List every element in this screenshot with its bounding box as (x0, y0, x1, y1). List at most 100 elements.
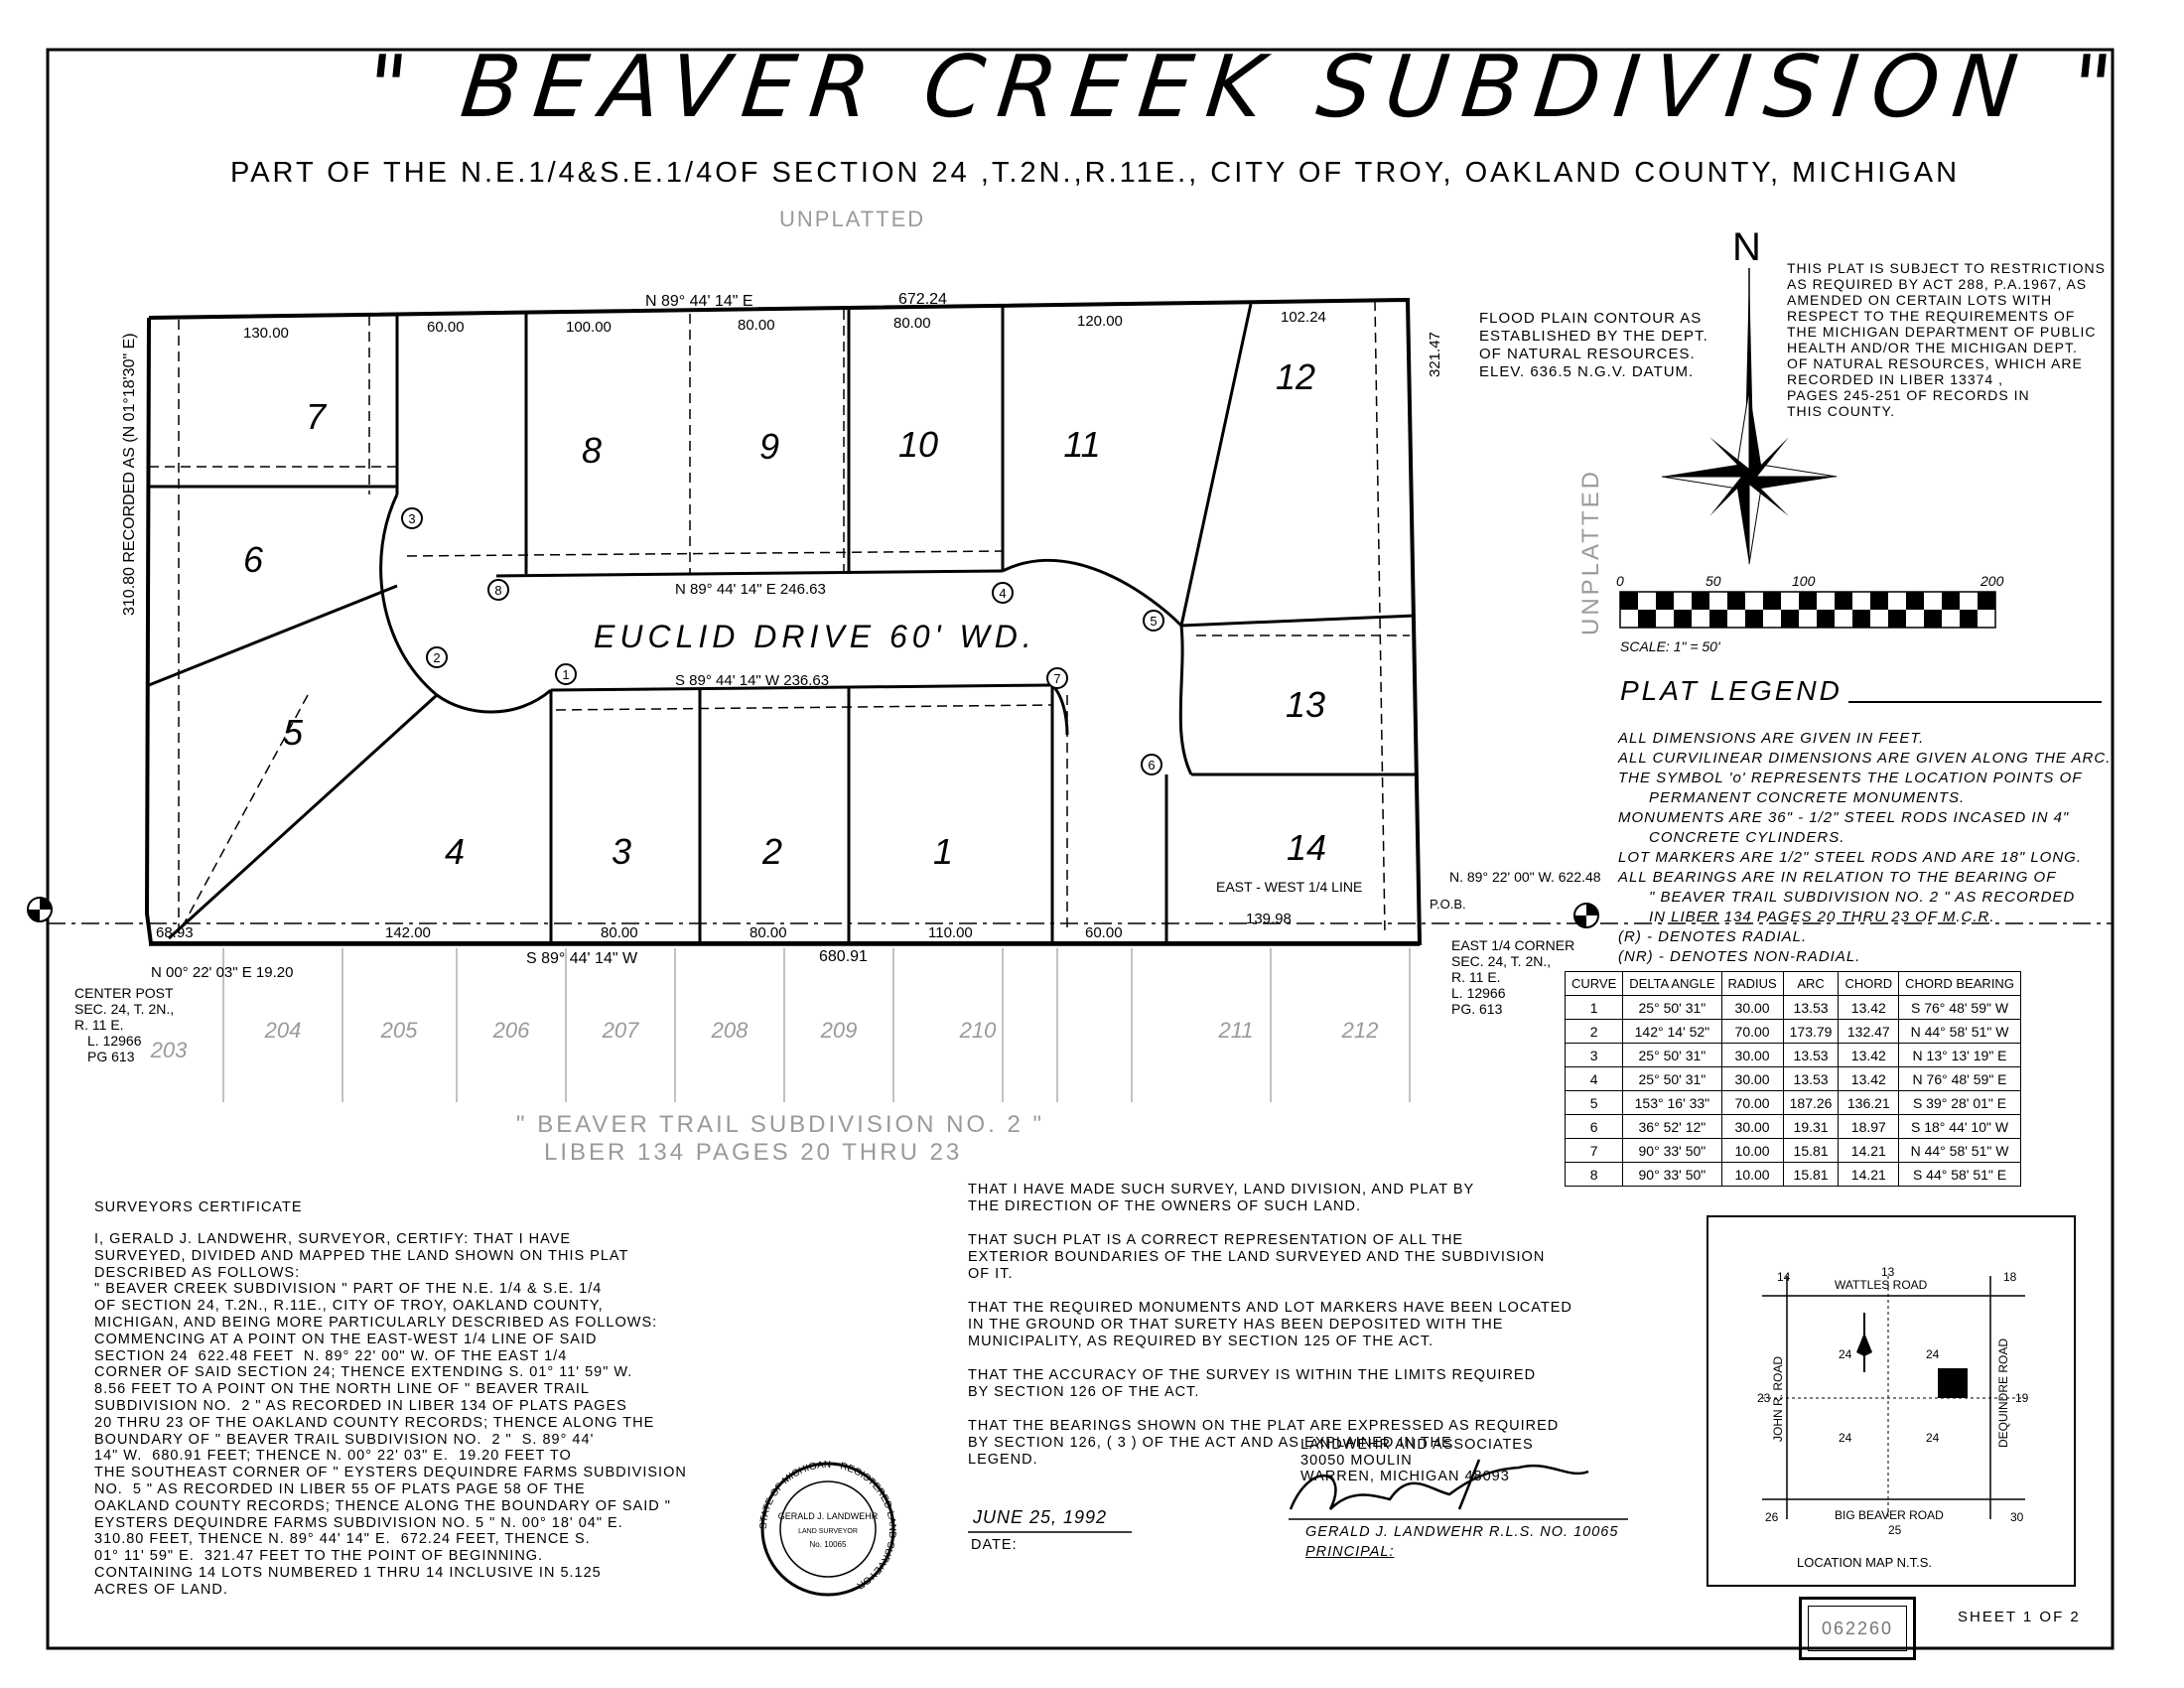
curve-cell: S 76° 48' 59" W (1898, 995, 2021, 1020)
plat-subtitle: PART OF THE N.E.1/4&S.E.1/4OF SECTION 24… (230, 157, 1961, 189)
svg-text:206: 206 (492, 1018, 530, 1043)
svg-text:R. 11 E.: R. 11 E. (74, 1017, 124, 1033)
cul-de-sac-east (1002, 558, 1193, 775)
svg-text:204: 204 (264, 1018, 302, 1043)
svg-text:205: 205 (380, 1018, 418, 1043)
curve-cell: 3 (1564, 1043, 1624, 1067)
west-line-label: 310.80 RECORDED AS (N 01°18'30" E) (121, 333, 138, 616)
svg-text:0: 0 (1616, 573, 1624, 589)
curve-cell: 142° 14' 52" (1622, 1019, 1722, 1044)
svg-text:24: 24 (1839, 1347, 1852, 1361)
curve-cell: 1 (1564, 995, 1624, 1020)
svg-text:JOHN R. ROAD: JOHN R. ROAD (1771, 1356, 1785, 1442)
curve-cell: 13.53 (1782, 1066, 1840, 1091)
curve-cell: 25° 50' 31" (1622, 1043, 1722, 1067)
monument-5 (1143, 610, 1164, 632)
curve-cell: 173.79 (1782, 1019, 1840, 1044)
lot-numbers: 7 6 8 9 10 11 12 13 14 5 4 3 2 1 (243, 356, 1326, 872)
bottom-bearing: S 89° 44' 14" W (526, 950, 638, 967)
svg-text:WATTLES ROAD: WATTLES ROAD (1835, 1278, 1928, 1292)
street-name: EUCLID DRIVE 60' WD. (594, 619, 1036, 654)
svg-text:80.00: 80.00 (750, 924, 787, 941)
svg-text:130.00: 130.00 (243, 325, 289, 342)
lot-1: 1 (933, 831, 953, 872)
location-map (1706, 1215, 2076, 1587)
monument-6 (1141, 754, 1162, 775)
curve-cell: 5 (1564, 1090, 1624, 1115)
curve-cell: 136.21 (1838, 1090, 1900, 1115)
curve-table: CURVE DELTA ANGLE RADIUS ARC CHORD CHORD… (1564, 971, 2021, 1187)
svg-text:80.00: 80.00 (893, 315, 931, 332)
col-chord-bearing: CHORD BEARING (1898, 971, 2021, 996)
location-map-labels: WATTLES ROAD BIG BEAVER ROAD JOHN R. ROA… (1757, 1265, 2029, 1570)
curve-cell: 30.00 (1720, 1066, 1784, 1091)
curve-cell: 153° 16' 33" (1622, 1090, 1722, 1115)
svg-text:24: 24 (1839, 1431, 1852, 1445)
curve-cell: 25° 50' 31" (1622, 1066, 1722, 1091)
curve-cell: N 44° 58' 51" W (1898, 1019, 2021, 1044)
north-euclid-bearing: N 89° 44' 14" E 246.63 (675, 581, 826, 598)
svg-text:PG 613: PG 613 (87, 1049, 135, 1064)
curve-cell: 187.26 (1782, 1090, 1840, 1115)
curve-cell: 30.00 (1720, 995, 1784, 1020)
svg-text:2: 2 (433, 650, 440, 665)
firm-city: WARREN, MICHIGAN 48093 (1300, 1469, 1510, 1484)
svg-text:7: 7 (1053, 671, 1060, 686)
svg-text:142.00: 142.00 (385, 924, 431, 941)
curve-cell: 13.42 (1838, 995, 1900, 1020)
curve-cell: 25° 50' 31" (1622, 995, 1722, 1020)
legend-line: LOT MARKERS ARE 1/2" STEEL RODS AND ARE … (1618, 849, 2082, 866)
legend-line: THE SYMBOL 'o' REPRESENTS THE LOCATION P… (1618, 770, 2083, 786)
svg-text:24: 24 (1926, 1431, 1940, 1445)
south-lot-lines (222, 948, 1411, 1102)
curve-cell: N 13° 13' 19" E (1898, 1043, 2021, 1067)
euclid-north-line (495, 569, 1004, 578)
sheet-number: SHEET 1 OF 2 (1958, 1609, 2081, 1625)
svg-text:120.00: 120.00 (1077, 313, 1123, 330)
curve-cell: S 39° 28' 01" E (1898, 1090, 2021, 1115)
curve-cell: 13.42 (1838, 1066, 1900, 1091)
svg-text:4: 4 (999, 586, 1006, 601)
legend-line: ALL BEARINGS ARE IN RELATION TO THE BEAR… (1618, 869, 2057, 886)
svg-text:60.00: 60.00 (1085, 924, 1123, 941)
lot-7: 7 (306, 396, 328, 437)
location-north-icon (1856, 1313, 1872, 1372)
lot-13: 13 (1286, 684, 1325, 725)
lot-2: 2 (761, 831, 782, 872)
lot-14: 14 (1287, 827, 1326, 868)
svg-text:LAND SURVEYOR: LAND SURVEYOR (798, 1528, 858, 1535)
svg-text:80.00: 80.00 (601, 924, 638, 941)
scale-label: SCALE: 1" = 50' (1620, 638, 1721, 654)
svg-text:6: 6 (1148, 758, 1155, 773)
svg-text:110.00: 110.00 (928, 924, 973, 941)
svg-text:1: 1 (562, 667, 569, 682)
svg-text:SEC. 24, T. 2N.,: SEC. 24, T. 2N., (1451, 953, 1551, 969)
svg-text:30: 30 (2010, 1510, 2024, 1524)
svg-text:50: 50 (1706, 573, 1721, 589)
scale-bar (1619, 591, 1996, 629)
legend-line: PERMANENT CONCRETE MONUMENTS. (1618, 789, 1966, 806)
svg-text:209: 209 (820, 1018, 858, 1043)
unplatted-right: UNPLATTED (1577, 469, 1604, 635)
svg-text:No. 10065: No. 10065 (810, 1540, 847, 1549)
svg-text:EAST 1/4 CORNER: EAST 1/4 CORNER (1451, 937, 1574, 953)
svg-text:3: 3 (408, 511, 415, 526)
svg-text:100.00: 100.00 (566, 319, 612, 336)
curve-cell: N 76° 48' 59" E (1898, 1066, 2021, 1091)
curve-cell: 132.47 (1838, 1019, 1900, 1044)
svg-text:210: 210 (959, 1018, 997, 1043)
east-corner-marker (1573, 903, 1599, 928)
col-delta: DELTA ANGLE (1622, 971, 1722, 996)
svg-text:19: 19 (2015, 1391, 2029, 1405)
lot-8: 8 (582, 430, 602, 471)
beaver-trail-liber: LIBER 134 PAGES 20 THRU 23 (544, 1139, 962, 1166)
legend-line: CONCRETE CYLINDERS. (1618, 829, 1845, 846)
monuments (401, 507, 1164, 775)
col-curve: CURVE (1564, 971, 1624, 996)
legend-line: " BEAVER TRAIL SUBDIVISION NO. 2 " AS RE… (1618, 889, 2076, 906)
svg-text:26: 26 (1765, 1510, 1779, 1524)
